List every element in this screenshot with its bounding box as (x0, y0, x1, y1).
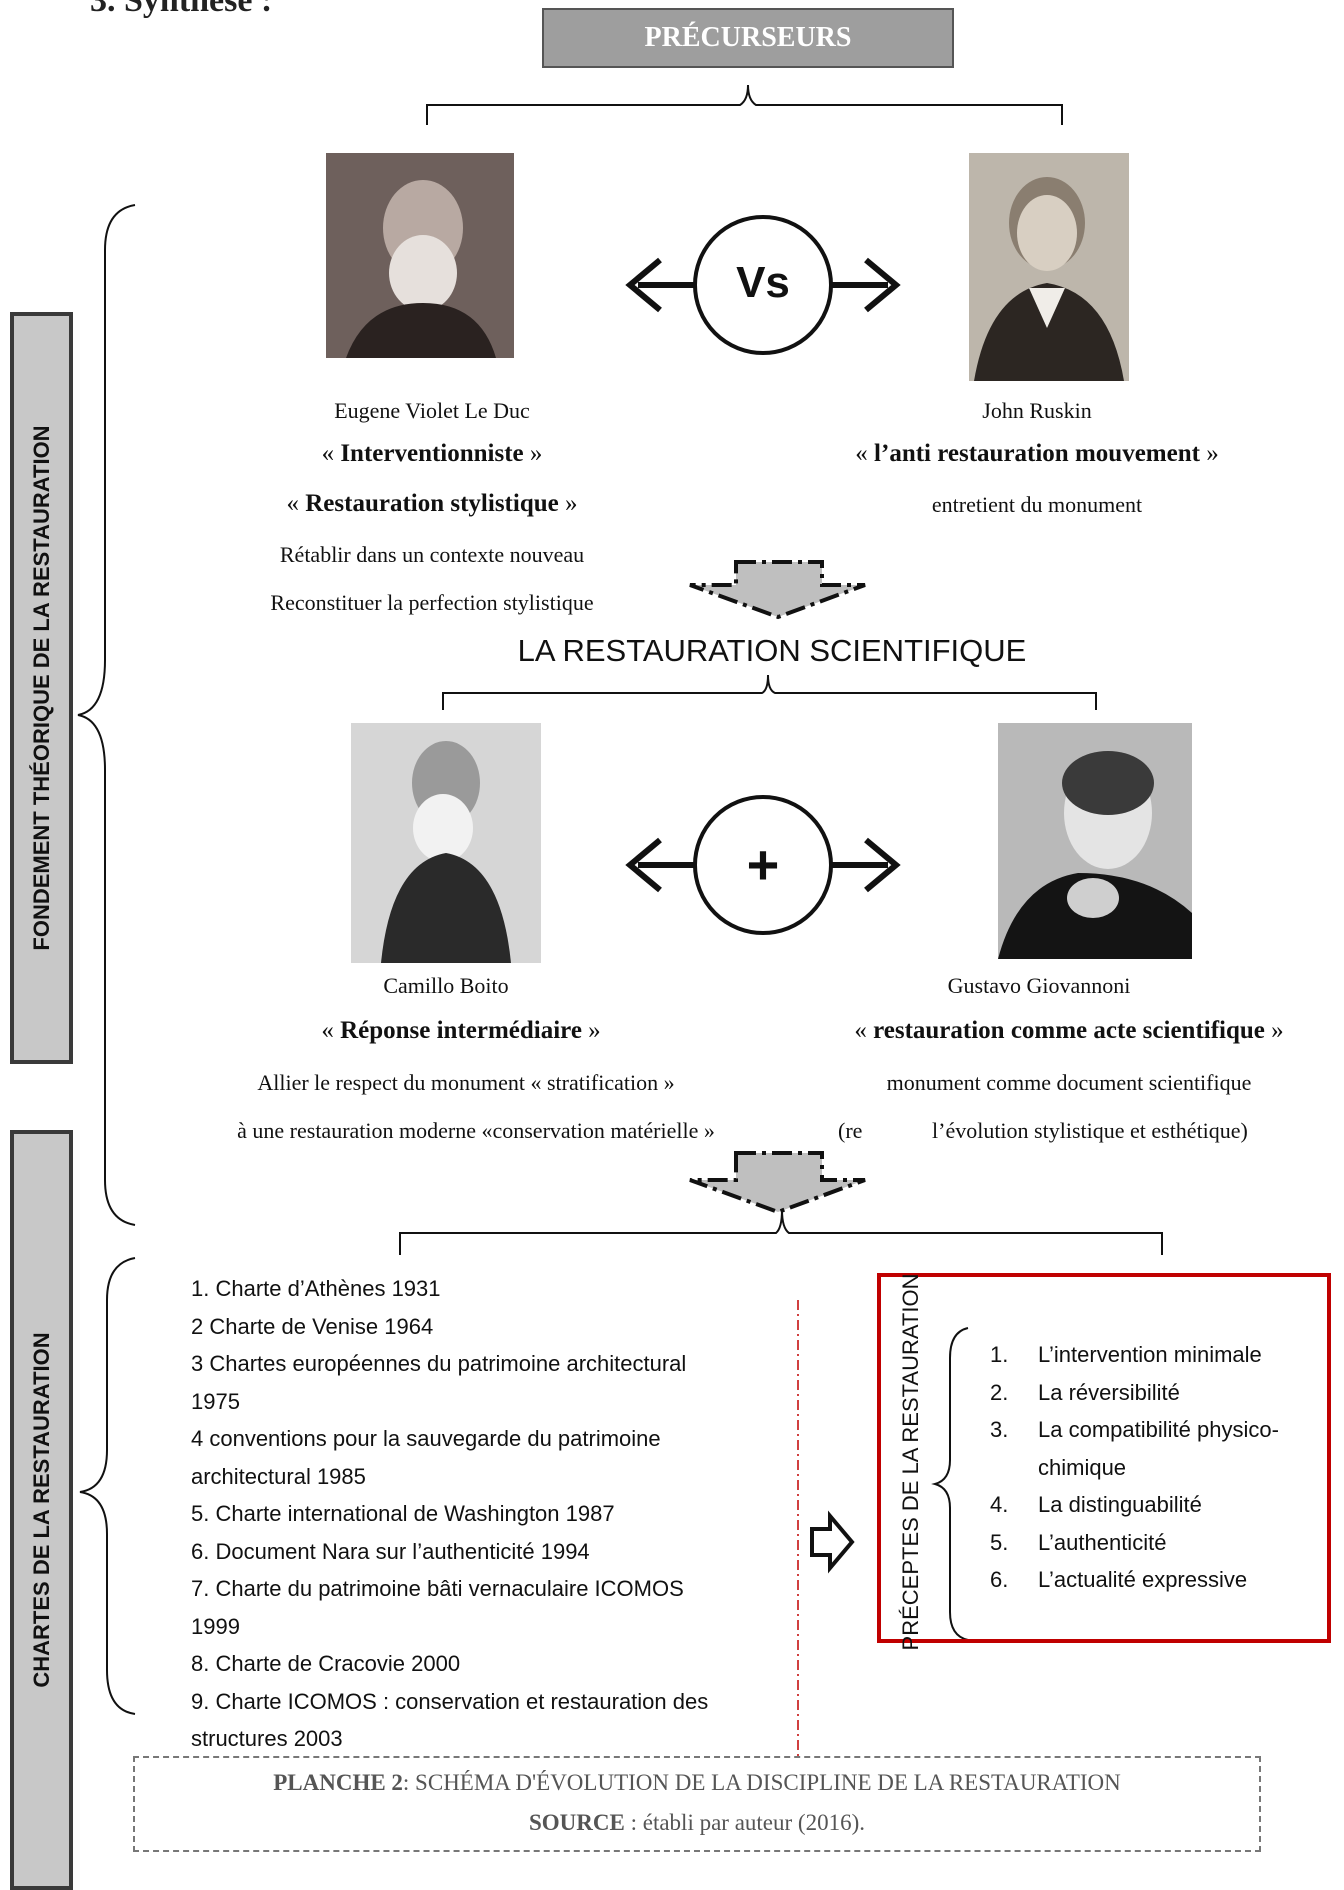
middle-brace (442, 674, 1097, 710)
list-item: 1975 (191, 1388, 240, 1414)
note-evolution-b: l’évolution stylistique et esthétique) (932, 1118, 1248, 1143)
list-item: 5. Charte international de Washington 19… (191, 1501, 615, 1526)
list-item: 3.La compatibilité physico- (990, 1417, 1279, 1442)
list-item: 9. Charte ICOMOS : conservation et resta… (191, 1688, 709, 1714)
right-arrow-icon (810, 1510, 855, 1574)
down-arrow-1 (689, 560, 866, 620)
quote-acte-scientifique: « restauration comme acte scientifique » (854, 1017, 1284, 1044)
vs-symbol: Vs (736, 258, 790, 307)
charters-brace (79, 1257, 136, 1715)
list-item: 4.La distinguabilité (990, 1492, 1202, 1517)
note-retablir: Rétablir dans un contexte nouveau (279, 542, 585, 567)
list-item: 7. Charte du patrimoine bâti vernaculair… (191, 1576, 684, 1601)
precepts-title: PRÉCEPTES DE LA RESTAURATION (898, 1273, 923, 1651)
list-item: 6. Document Nara sur l’authenticité 1994 (191, 1538, 590, 1564)
precepts-list: 1.L’intervention minimale 2.La réversibi… (990, 1336, 1279, 1599)
list-item: 1999 (191, 1613, 240, 1639)
scientific-restoration-title: LA RESTAURATION SCIENTIFIQUE (517, 633, 1027, 668)
list-item: chimique (1038, 1454, 1127, 1480)
list-item: 2.La réversibilité (990, 1379, 1180, 1405)
portrait-violet-le-duc (326, 153, 514, 358)
theory-brace (77, 204, 136, 1226)
charters-list: 1. Charte d’Athènes 1931 2 Charte de Ven… (191, 1270, 708, 1758)
caption-planche-label: PLANCHE 2 (273, 1770, 403, 1795)
vs-connector (625, 215, 901, 355)
caption-planche: PLANCHE 2: SCHÉMA D'ÉVOLUTION DE LA DISC… (273, 1770, 1121, 1795)
down-arrow-2 (689, 1151, 866, 1215)
precepts-brace (931, 1327, 969, 1641)
charters-side-label-box: CHARTES DE LA RESTAURATION (10, 1130, 73, 1890)
caption-source-label: SOURCE (529, 1810, 625, 1835)
plus-symbol: + (746, 833, 780, 896)
list-item: 3 Chartes européennes du patrimoine arch… (191, 1351, 687, 1376)
caption-box (133, 1756, 1261, 1852)
caption-source: SOURCE : établi par auteur (2016). (529, 1810, 865, 1835)
list-item: 2 Charte de Venise 1964 (191, 1313, 434, 1339)
quote-reponse-intermediaire: « Réponse intermédiaire » (321, 1017, 601, 1044)
note-reconstituer: Reconstituer la perfection stylistique (270, 590, 594, 615)
name-john-ruskin: John Ruskin (982, 398, 1092, 423)
section-heading-fragment: 3. Synthèse : (90, 0, 273, 19)
theory-side-label-box: FONDEMENT THÉORIQUE DE LA RESTAURATION (10, 312, 73, 1064)
top-brace (426, 84, 1063, 125)
list-item: 5.L’authenticité (990, 1529, 1167, 1555)
quote-interventionniste: « Interventionniste » (321, 440, 543, 467)
precursors-title: PRÉCURSEURS (644, 22, 852, 53)
precursors-title-box: PRÉCURSEURS (542, 8, 954, 68)
list-item: 1. Charte d’Athènes 1931 (191, 1276, 441, 1301)
name-violet-le-duc: Eugene Violet Le Duc (334, 398, 530, 423)
list-item: 1.L’intervention minimale (990, 1342, 1262, 1367)
precepts-box: PRÉCEPTES DE LA RESTAURATION (877, 1273, 1331, 1650)
name-camillo-boito: Camillo Boito (383, 973, 509, 998)
list-item: 8. Charte de Cracovie 2000 (191, 1651, 461, 1676)
plus-connector (625, 795, 901, 935)
note-entretient: entretient du monument (931, 492, 1143, 517)
list-item: 6.L’actualité expressive (990, 1567, 1248, 1592)
quote-restauration-stylistique: « Restauration stylistique » (286, 490, 578, 517)
portrait-camillo-boito (351, 723, 541, 963)
note-document-scientifique: monument comme document scientifique (886, 1070, 1252, 1095)
note-allier: Allier le respect du monument « stratifi… (257, 1070, 675, 1095)
lower-brace (399, 1209, 1163, 1255)
name-gustavo-giovannoni: Gustavo Giovannoni (947, 973, 1131, 998)
quote-anti-restauration: « l’anti restauration mouvement » (855, 440, 1219, 467)
note-evolution-a: (re (838, 1118, 863, 1143)
portrait-john-ruskin (969, 153, 1129, 381)
list-item: 4 conventions pour la sauvegarde du patr… (191, 1426, 661, 1451)
note-restauration-moderne: à une restauration moderne «conservation… (237, 1118, 715, 1143)
portrait-gustavo-giovannoni (998, 723, 1192, 959)
list-item: architectural 1985 (191, 1463, 366, 1489)
list-item: structures 2003 (191, 1726, 343, 1751)
